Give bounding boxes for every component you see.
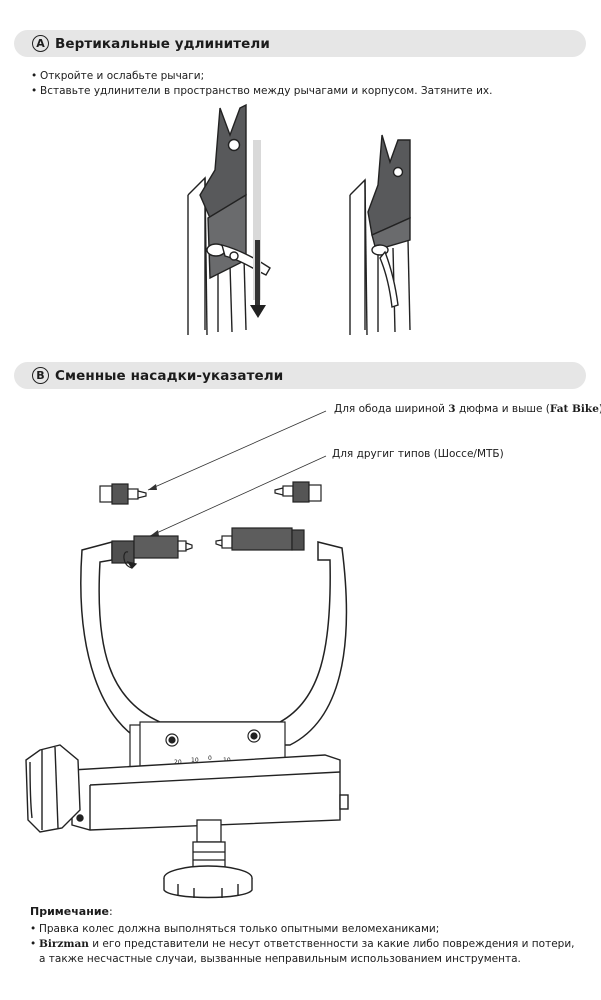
bottom-knob[interactable]	[163, 865, 253, 899]
note-heading: Примечание:	[30, 905, 113, 918]
callout-fat-bike-suffix: )	[599, 403, 601, 415]
leader-line-fat-bike	[147, 410, 327, 491]
scale-label: 10	[191, 757, 199, 764]
side-knob[interactable]	[25, 744, 81, 833]
section-a-letter: A	[32, 35, 49, 52]
section-b-title: Сменные насадки-указатели	[55, 367, 284, 384]
note-item-text: и его представители не несут ответственн…	[88, 938, 575, 950]
section-b-header: B Сменные насадки-указатели	[14, 362, 586, 389]
callout-fat-bike-number: 3	[448, 403, 456, 415]
note-colon: :	[108, 905, 113, 918]
callout-fat-bike-mid: дюфма и выше (	[455, 403, 550, 415]
section-b-letter: B	[32, 367, 49, 384]
section-a-instructions: Откройте и ослабьте рычаги; Вставьте удл…	[31, 69, 492, 99]
installed-indicator-left	[111, 535, 193, 569]
note-item-continuation-text: а также несчастные случаи, вызванные неп…	[39, 953, 521, 965]
down-arrow-icon	[250, 305, 266, 318]
spare-indicator-tip-right	[274, 481, 322, 503]
note-title-text: Примечание	[30, 905, 109, 918]
scale-label: 0	[208, 755, 212, 762]
note-item: Правка колес должна выполняться только о…	[30, 922, 575, 937]
callout-other-types: Для другиг типов (Шоссе/МТБ)	[332, 448, 504, 460]
note-item-continuation: а также несчастные случаи, вызванные неп…	[30, 952, 575, 967]
mount-post	[192, 819, 226, 871]
insert-direction-arrow-gradient	[253, 140, 261, 300]
section-a-header: A Вертикальные удлинители	[14, 30, 586, 57]
callout-fat-bike-bold: Fat Bike	[549, 403, 599, 415]
instruction-item: Откройте и ослабьте рычаги;	[31, 69, 492, 84]
scale-label: 20	[174, 759, 182, 766]
slide-bar	[71, 754, 349, 831]
note-list: Правка колес должна выполняться только о…	[30, 922, 575, 967]
note-item: Birzman и его представители не несут отв…	[30, 937, 575, 952]
instruction-item: Вставьте удлинители в пространство между…	[31, 84, 492, 99]
installed-indicator-right	[215, 527, 305, 551]
section-a-title: Вертикальные удлинители	[55, 35, 270, 52]
truing-caliper-illustration: 20 10 0 10 20	[25, 410, 349, 899]
leader-line-other	[149, 455, 327, 537]
caliper-frame	[80, 541, 348, 746]
callout-fat-bike-prefix: Для обода шириной	[334, 403, 449, 415]
extension-open-lever-drawing	[187, 103, 271, 336]
brand-name: Birzman	[39, 938, 89, 950]
spare-indicator-tip-left	[99, 483, 147, 505]
callout-fat-bike: Для обода шириной 3 дюфма и выше (Fat Bi…	[334, 403, 601, 415]
vertical-extension-illustration	[187, 103, 411, 336]
extension-closed-lever-drawing	[349, 134, 411, 336]
